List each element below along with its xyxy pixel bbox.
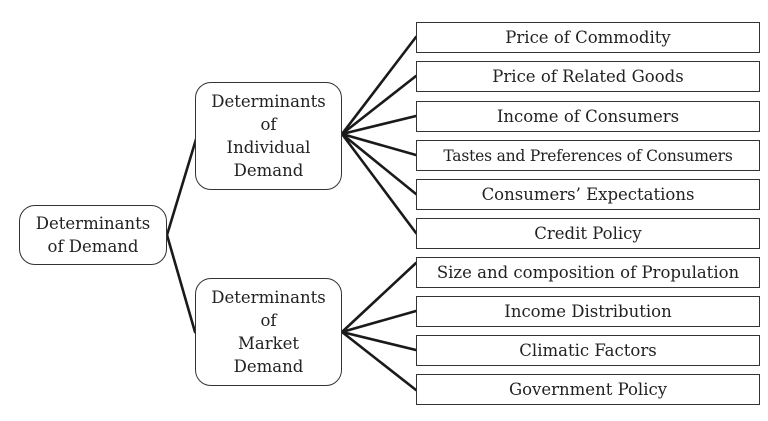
leaf-income-of-consumers: Income of Consumers xyxy=(416,101,760,132)
leaf-credit-policy: Credit Policy xyxy=(416,218,760,249)
connector-market-2 xyxy=(340,309,418,334)
branch-node-market-demand: Determinants of Market Demand xyxy=(195,278,342,386)
connector-root-individual xyxy=(165,134,199,237)
leaf-climatic-factors: Climatic Factors xyxy=(416,335,760,366)
connector-individual-6 xyxy=(340,132,418,235)
connector-individual-5 xyxy=(340,132,418,196)
connector-market-3 xyxy=(340,330,418,352)
leaf-price-of-related-goods: Price of Related Goods xyxy=(416,61,760,92)
connector-individual-3 xyxy=(340,114,418,136)
leaf-government-policy: Government Policy xyxy=(416,374,760,405)
connector-individual-1 xyxy=(340,35,418,136)
leaf-income-distribution: Income Distribution xyxy=(416,296,760,327)
leaf-tastes-and-preferences: Tastes and Preferences of Consumers xyxy=(416,140,760,171)
branch-node-label: Determinants of Individual Demand xyxy=(211,92,326,180)
connector-individual-4 xyxy=(340,132,418,157)
leaf-consumers-expectations: Consumers’ Expectations xyxy=(416,179,760,210)
leaf-price-of-commodity: Price of Commodity xyxy=(416,22,760,53)
branch-node-label: Determinants of Market Demand xyxy=(211,288,326,376)
connector-market-4 xyxy=(340,330,418,392)
branch-node-individual-demand: Determinants of Individual Demand xyxy=(195,82,342,190)
leaf-size-and-composition-of-population: Size and composition of Propulation xyxy=(416,257,760,288)
connector-market-1 xyxy=(340,261,418,334)
connector-individual-2 xyxy=(340,74,418,136)
root-node-determinants-of-demand: Determinants of Demand xyxy=(19,205,167,265)
root-node-label: Determinants of Demand xyxy=(35,214,151,256)
connector-root-market xyxy=(165,233,197,334)
